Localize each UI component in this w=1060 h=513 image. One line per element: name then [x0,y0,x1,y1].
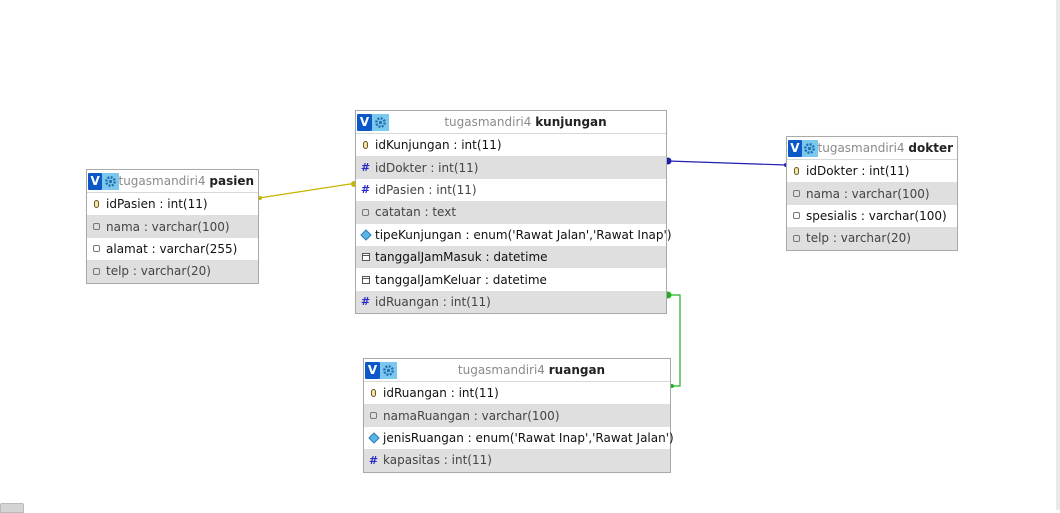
toggle-columns-button[interactable]: V [357,113,372,131]
key-icon [368,388,379,399]
key-icon [360,140,371,151]
table-name: dokter [908,141,953,155]
column-row[interactable]: tipeKunjungan : enum('Rawat Jalan','Rawa… [356,224,672,246]
datetime-icon [360,252,371,263]
column-row[interactable]: catatan : text [356,201,666,224]
column-row[interactable]: spesialis : varchar(100) [787,205,957,227]
column-label: idPasien : int(11) [106,197,208,212]
table-header[interactable]: V tugasmandiri4 pasien [87,170,258,193]
column-label: idDokter : int(11) [806,164,910,179]
column-row[interactable]: idRuangan : int(11) [364,382,670,404]
hash-icon: # [360,295,371,309]
table-header[interactable]: V tugasmandiri4 ruangan [364,359,670,382]
column-row[interactable]: # idRuangan : int(11) [356,290,666,314]
column-row[interactable]: alamat : varchar(255) [87,238,258,260]
column-row[interactable]: tanggalJamMasuk : datetime [356,245,666,269]
table-title[interactable]: tugasmandiri4 dokter [818,141,957,155]
database-name: tugasmandiri4 [457,363,545,377]
table-title[interactable]: tugasmandiri4 pasien [119,174,259,188]
relation-line-pasien[interactable] [258,183,355,199]
enum-icon [359,229,372,241]
gear-icon[interactable] [372,113,389,131]
column-label: idPasien : int(11) [375,182,477,197]
relation-line-ruangan[interactable] [668,294,681,387]
column-label: idKunjungan : int(11) [375,138,502,153]
text-icon [368,410,379,421]
table-title[interactable]: tugasmandiri4 ruangan [397,363,670,377]
column-label: tanggalJamKeluar : datetime [375,272,547,287]
vertical-scrollbar[interactable] [1056,0,1060,510]
column-label: nama : varchar(100) [106,219,230,234]
hash-icon: # [360,183,371,197]
column-row[interactable]: nama : varchar(100) [87,215,258,238]
table-header[interactable]: V tugasmandiri4 dokter [787,137,957,160]
database-name: tugasmandiri4 [444,115,532,129]
table-dokter[interactable]: V tugasmandiri4 dokter idDokter : int(11… [786,136,958,251]
column-label: idRuangan : int(11) [383,386,499,401]
text-icon [791,210,802,221]
table-title[interactable]: tugasmandiri4 kunjungan [389,115,666,129]
text-icon [791,233,802,244]
column-row[interactable]: idKunjungan : int(11) [356,134,666,156]
text-icon [91,243,102,254]
gear-icon[interactable] [102,172,119,190]
column-row[interactable]: tanggalJamKeluar : datetime [356,268,666,290]
column-label: jenisRuangan : enum('Rawat Inap','Rawat … [383,430,674,445]
table-name: pasien [209,174,254,188]
table-header[interactable]: V tugasmandiri4 kunjungan [356,111,666,134]
gear-icon[interactable] [801,139,818,157]
text-icon [91,266,102,277]
gear-icon[interactable] [380,361,397,379]
database-name: tugasmandiri4 [817,141,905,155]
datetime-icon [360,274,371,285]
column-label: idRuangan : int(11) [375,294,491,309]
column-row[interactable]: # idDokter : int(11) [356,156,666,179]
relation-end-ruangan [670,384,674,388]
panel-toggle-handle[interactable] [0,503,24,513]
enum-icon [367,432,380,444]
key-icon [91,199,102,210]
database-name: tugasmandiri4 [118,174,206,188]
column-row[interactable]: idPasien : int(11) [87,193,258,215]
key-icon [791,166,802,177]
table-ruangan[interactable]: V tugasmandiri4 ruangan idRuangan : int(… [363,358,674,473]
table-name: kunjungan [535,115,607,129]
text-icon [791,188,802,199]
column-label: namaRuangan : varchar(100) [383,408,560,423]
column-label: kapasitas : int(11) [383,453,492,468]
column-label: idDokter : int(11) [375,160,479,175]
toggle-columns-button[interactable]: V [88,172,103,190]
table-pasien[interactable]: V tugasmandiri4 pasien idPasien : int(11… [86,169,259,284]
relation-end-pasien [258,196,262,200]
hash-icon: # [360,161,371,175]
toggle-columns-button[interactable]: V [365,361,380,379]
column-row[interactable]: nama : varchar(100) [787,182,957,205]
column-label: alamat : varchar(255) [106,241,238,256]
column-row[interactable]: telp : varchar(20) [87,260,258,283]
text-icon [360,207,371,218]
table-name: ruangan [548,363,606,377]
text-icon [91,221,102,232]
column-label: tanggalJamMasuk : datetime [375,250,548,265]
column-label: nama : varchar(100) [806,186,930,201]
toggle-columns-button[interactable]: V [788,139,802,157]
column-row[interactable]: jenisRuangan : enum('Rawat Inap','Rawat … [364,427,674,449]
column-label: tipeKunjungan : enum('Rawat Jalan','Rawa… [375,227,672,242]
column-row[interactable]: idDokter : int(11) [787,160,957,182]
hash-icon: # [368,453,379,467]
column-label: telp : varchar(20) [806,231,911,246]
column-label: spesialis : varchar(100) [806,208,947,223]
column-label: catatan : text [375,205,457,220]
table-kunjungan[interactable]: V tugasmandiri4 kunjungan idKunjungan : … [355,110,672,315]
column-label: telp : varchar(20) [106,264,211,279]
column-row[interactable]: # idPasien : int(11) [356,179,666,201]
column-row[interactable]: # kapasitas : int(11) [364,449,670,472]
relation-line-dokter[interactable] [667,160,787,166]
column-row[interactable]: telp : varchar(20) [787,227,957,250]
column-row[interactable]: namaRuangan : varchar(100) [364,404,670,427]
